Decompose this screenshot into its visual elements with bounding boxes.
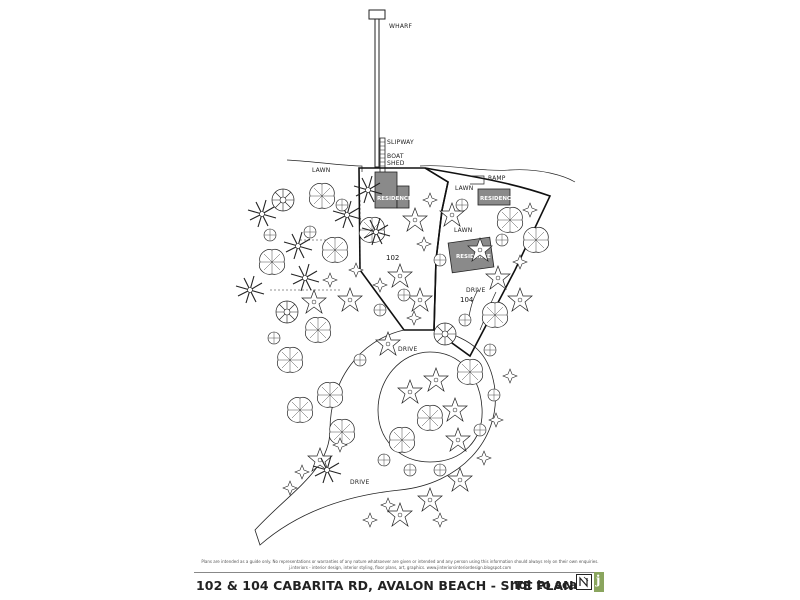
lawn-left-label: LAWN <box>312 167 330 174</box>
brand-logo-icon: j <box>594 572 604 592</box>
disclaimer: Plans are intended as a guide only. No r… <box>170 559 630 570</box>
wharf-label: WHARF <box>389 23 413 30</box>
residence-104-small-building <box>477 188 511 206</box>
disclaimer-line-2: j.interiors - interior design, interior … <box>288 564 512 570</box>
ramp <box>470 175 485 185</box>
scale-note: not to scale <box>510 578 590 592</box>
north-arrow-icon <box>576 574 592 590</box>
drive-center-label: DRIVE <box>398 346 417 353</box>
footer-divider <box>194 572 604 573</box>
plan-title: 102 & 104 CABARITA RD, AVALON BEACH - SI… <box>196 578 574 593</box>
wharf <box>368 9 386 168</box>
residence-102-building <box>374 171 410 209</box>
logo-letter: j <box>596 573 601 587</box>
lot-104-boundary <box>424 167 552 358</box>
boat-shed-label-1: BOAT <box>387 153 404 160</box>
shoreline <box>286 159 576 183</box>
drive-right-label: DRIVE <box>466 287 485 294</box>
residence-104-small-label: RESIDENCE <box>480 196 515 202</box>
lawn-upper-right-label: LAWN <box>455 185 473 192</box>
lot-102-number: 102 <box>386 254 399 262</box>
residence-102-label: RESIDENCE <box>377 196 412 202</box>
lawn-mid-right-label: LAWN <box>454 227 472 234</box>
disclaimer-line-1: Plans are intended as a guide only. No r… <box>201 559 599 564</box>
ramp-label: RAMP <box>488 175 506 182</box>
vegetation <box>235 175 549 528</box>
boat-shed-label-2: SHED <box>387 160 405 167</box>
lot-104-number: 104 <box>460 296 474 304</box>
drive-lower-label: DRIVE <box>350 479 369 486</box>
slipway-label: SLIPWAY <box>387 139 414 146</box>
